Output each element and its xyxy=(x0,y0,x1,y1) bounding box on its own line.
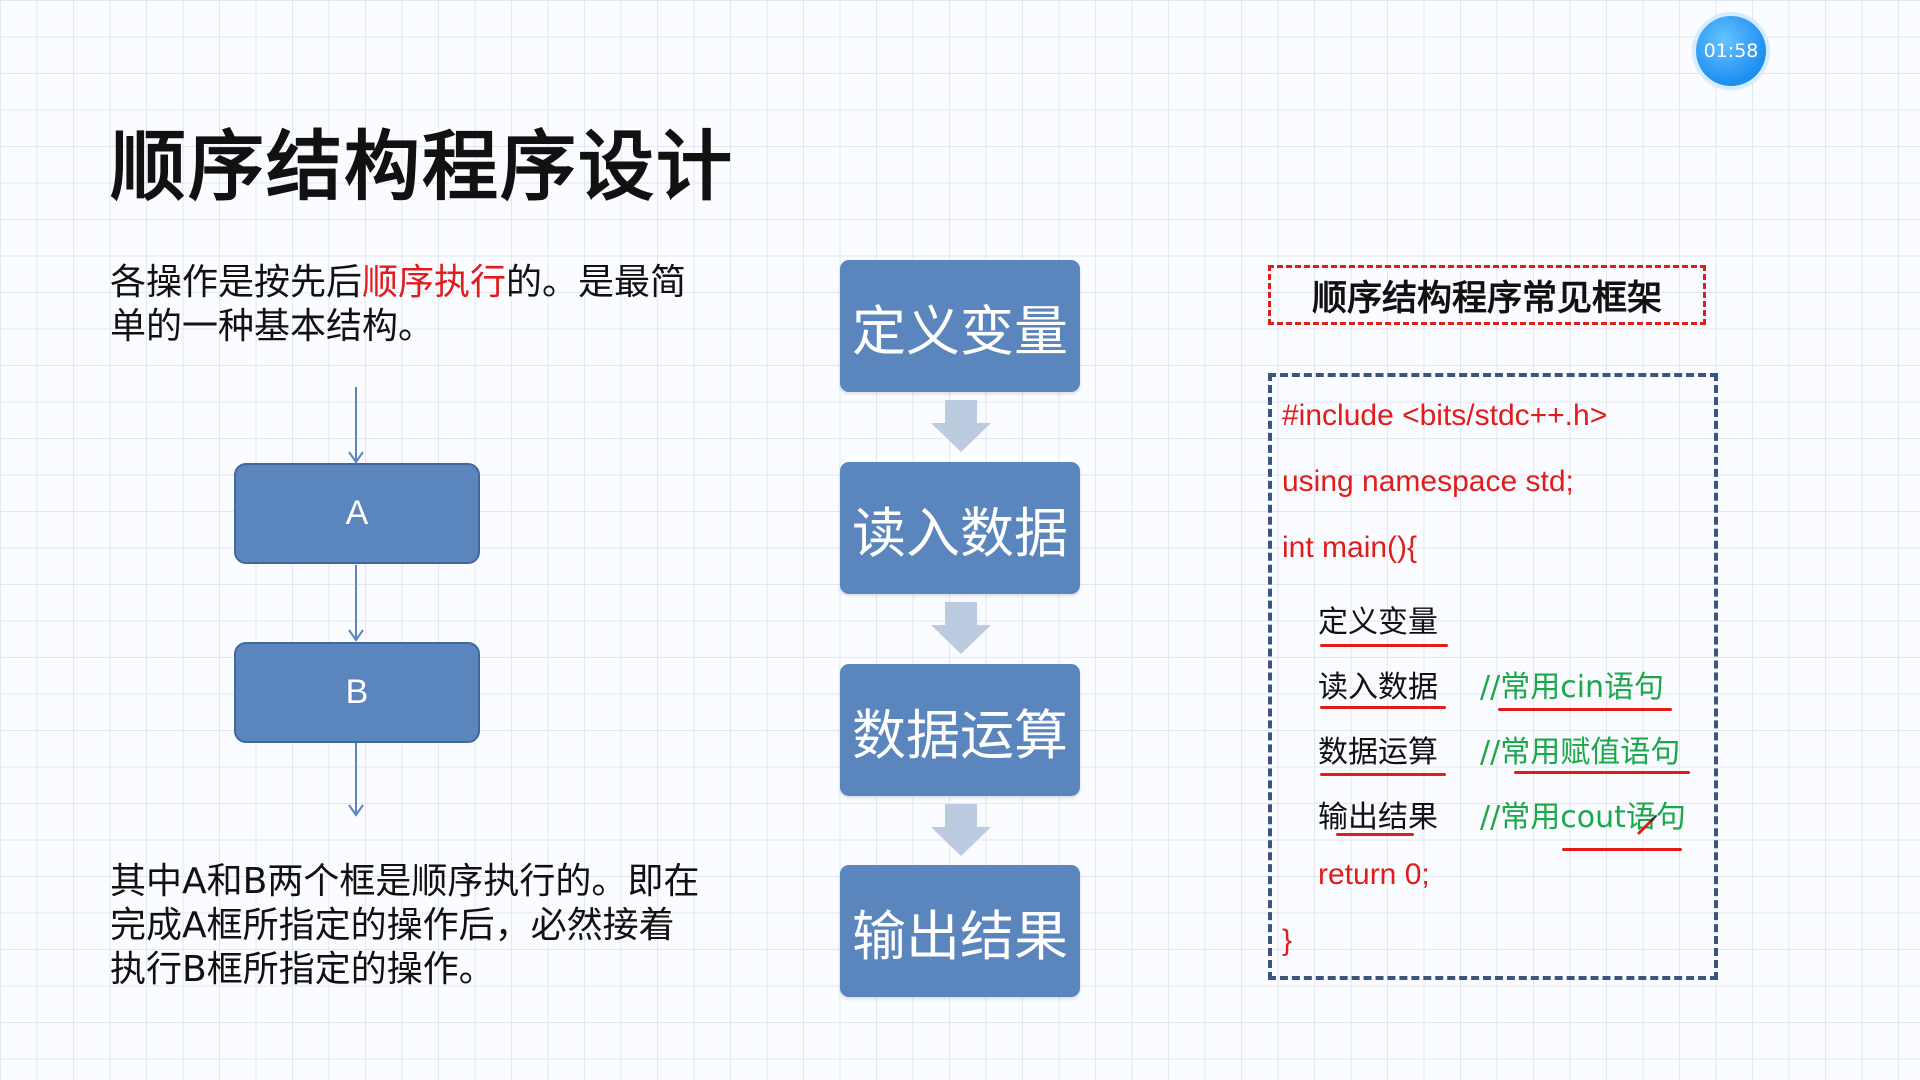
pen-cursor-icon xyxy=(1637,815,1657,835)
code-comment-cin: //常用cin语句 xyxy=(1480,670,1665,705)
underline-define xyxy=(1320,644,1448,647)
framework-title: 顺序结构程序常见框架 xyxy=(1268,265,1706,325)
flow-box-b: B xyxy=(234,642,480,743)
underline-cin-comment xyxy=(1498,708,1672,711)
intro-highlight: 顺序执行 xyxy=(362,262,507,303)
code-return: return 0; xyxy=(1318,858,1430,891)
framework-title-text: 顺序结构程序常见框架 xyxy=(1311,278,1662,319)
page-title: 顺序结构程序设计 xyxy=(110,122,734,211)
explanation-paragraph: 其中A和B两个框是顺序执行的。即在 完成A框所指定的操作后，必然接着 执行B框所… xyxy=(110,860,730,992)
flow-step-compute: 数据运算 xyxy=(840,664,1080,796)
code-step-compute: 数据运算 xyxy=(1318,735,1438,770)
explanation-line-1: 其中A和B两个框是顺序执行的。即在 xyxy=(110,861,700,902)
timer-badge: 01:58 xyxy=(1696,16,1766,86)
code-comment-cout: //常用cout语句 xyxy=(1480,800,1686,835)
intro-text-1: 各操作是按先后 xyxy=(110,262,363,303)
code-close-brace: } xyxy=(1282,924,1293,957)
code-framework-box xyxy=(1268,373,1718,980)
flow-step-define-variables: 定义变量 xyxy=(840,260,1080,392)
underline-read xyxy=(1320,706,1446,709)
underline-compute xyxy=(1320,773,1446,776)
code-step-output: 输出结果 xyxy=(1318,800,1438,835)
flow-box-a: A xyxy=(234,463,480,564)
intro-text-3: 单的一种基本结构。 xyxy=(110,306,435,347)
underline-output xyxy=(1336,833,1414,836)
intro-text-2: 的。是最简 xyxy=(506,262,687,303)
code-step-read: 读入数据 xyxy=(1318,670,1438,705)
code-main: int main(){ xyxy=(1282,531,1418,564)
flow-step-read-data: 读入数据 xyxy=(840,462,1080,594)
flow-step-output: 输出结果 xyxy=(840,865,1080,997)
explanation-line-2: 完成A框所指定的操作后，必然接着 xyxy=(110,905,675,946)
underline-cout-comment xyxy=(1562,848,1682,851)
explanation-line-3: 执行B框所指定的操作。 xyxy=(110,949,495,990)
code-using: using namespace std; xyxy=(1282,465,1574,498)
code-include: #include <bits/stdc++.h> xyxy=(1282,399,1608,432)
code-step-define: 定义变量 xyxy=(1318,605,1438,640)
underline-assign-comment xyxy=(1514,771,1690,774)
code-comment-assign: //常用赋值语句 xyxy=(1480,735,1681,770)
intro-paragraph: 各操作是按先后顺序执行的。是最简 单的一种基本结构。 xyxy=(110,261,730,349)
